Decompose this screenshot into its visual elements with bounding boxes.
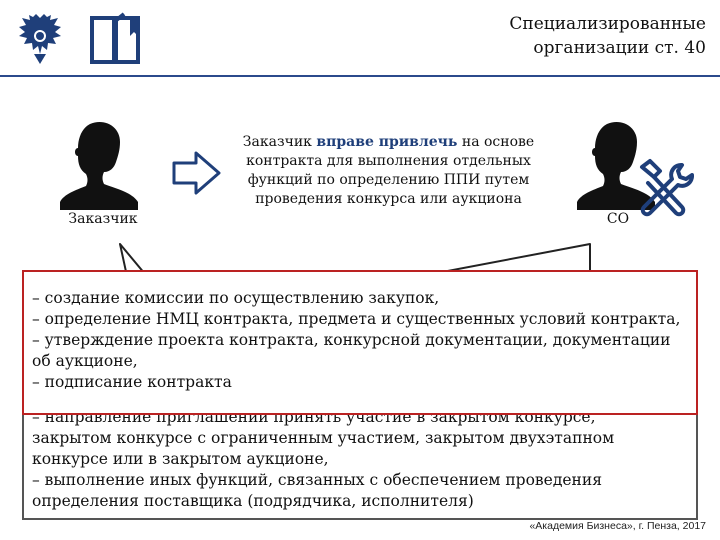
center-text-prefix: Заказчик xyxy=(242,134,317,150)
center-text-suffix: на основе xyxy=(457,134,535,150)
list-item: конкурсе или в закрытом аукционе, xyxy=(32,450,329,468)
page-title: Специализированные организации ст. 40 xyxy=(406,12,706,60)
list-item: – создание комиссии по осуществлению зак… xyxy=(32,289,440,307)
duties-list-primary: – создание комиссии по осуществлению зак… xyxy=(32,288,692,393)
list-item: об аукционе, xyxy=(32,352,138,370)
title-line-1: Специализированные xyxy=(509,14,706,34)
list-item: определения поставщика (подрядчика, испо… xyxy=(32,492,474,510)
list-item: – утверждение проекта контракта, конкурс… xyxy=(32,331,671,349)
duties-box-primary xyxy=(22,270,698,415)
center-line-4: проведения конкурса или аукциона xyxy=(255,191,522,207)
specialized-org-label: СО xyxy=(606,211,630,227)
person-silhouette-icon xyxy=(577,122,655,210)
list-item: закрытом конкурсе с ограниченным участие… xyxy=(32,429,615,447)
center-emphasis: вправе привлечь xyxy=(316,134,458,150)
list-item: – выполнение иных функций, связанных с о… xyxy=(32,471,602,489)
right-arrow-icon xyxy=(172,151,221,195)
center-line-1: Заказчик вправе привлечь на основе xyxy=(226,133,551,152)
center-line-2: контракта для выполнения отдельных xyxy=(246,153,531,169)
duties-list-secondary: – направление приглашений принять участи… xyxy=(32,407,692,512)
title-line-2: организации ст. 40 xyxy=(533,38,706,58)
footer-credit: «Академия Бизнеса», г. Пенза, 2017 xyxy=(529,520,706,532)
hammer-wrench-icon xyxy=(640,159,694,217)
list-item: – подписание контракта xyxy=(32,373,232,391)
center-description: Заказчик вправе привлечь на основе контр… xyxy=(226,133,551,209)
person-silhouette-icon xyxy=(60,122,138,210)
header-logos xyxy=(10,8,160,72)
list-item: – определение НМЦ контракта, предмета и … xyxy=(32,310,681,328)
double-headed-eagle-emblem xyxy=(19,14,61,64)
header-divider xyxy=(0,75,720,77)
customer-label: Заказчик xyxy=(68,211,138,227)
open-book-logo xyxy=(90,12,140,64)
center-line-3: функций по определению ППИ путем xyxy=(247,172,530,188)
